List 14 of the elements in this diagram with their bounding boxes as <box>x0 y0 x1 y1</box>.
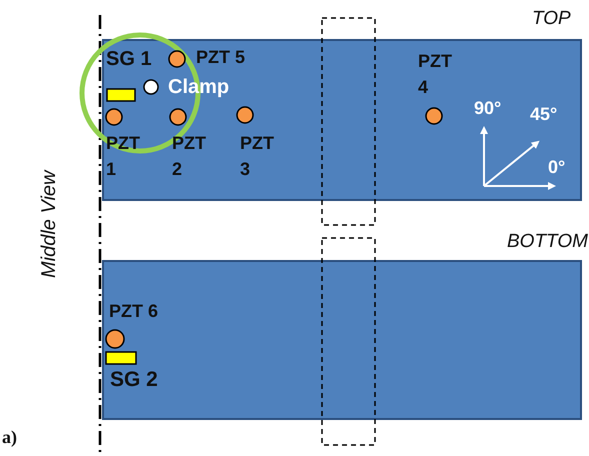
angle-label: 90° <box>474 97 502 119</box>
sensor-label: PZT 6 <box>109 300 158 322</box>
sensor-label: PZT 4 <box>418 50 453 99</box>
view-label: TOP <box>532 8 571 30</box>
panel-label: a) <box>2 426 17 448</box>
sensor-label: PZT 5 <box>196 46 246 68</box>
sensor-label: PZT 2 <box>172 132 207 181</box>
view-label: BOTTOM <box>507 231 588 253</box>
angle-label: 45° <box>530 103 558 125</box>
sensor-label: SG 1 <box>106 48 152 70</box>
sensor-label: PZT 3 <box>240 132 275 181</box>
view-label: Middle View <box>38 170 60 278</box>
angle-label: 0° <box>548 156 566 178</box>
sensor-label: SG 2 <box>110 369 158 391</box>
